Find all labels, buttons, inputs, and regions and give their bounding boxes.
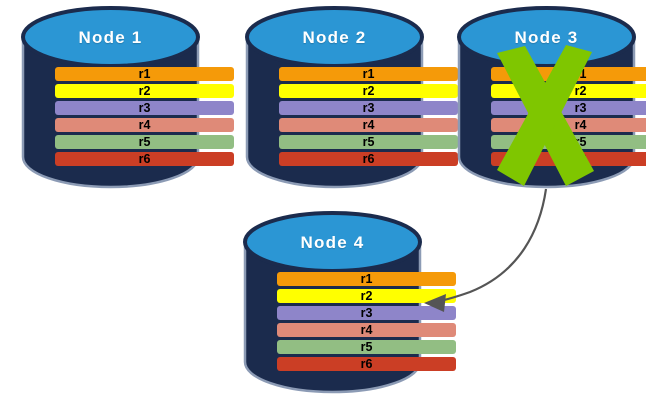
node-rows-4: r1 r2 r3 r4 r5 r6: [243, 272, 490, 371]
row-bar[interactable]: r3: [55, 101, 234, 115]
node-cylinder-4[interactable]: Node 4 r1 r2 r3 r4 r5 r6: [243, 210, 456, 394]
row-bar[interactable]: r5: [279, 135, 458, 149]
row-bar[interactable]: r1: [491, 67, 646, 81]
node-cylinder-3[interactable]: Node 3 r1 r2 r3 r4 r5 r6: [457, 5, 646, 189]
row-bar[interactable]: r1: [277, 272, 456, 286]
row-bar[interactable]: r6: [279, 152, 458, 166]
node-cylinder-1[interactable]: Node 1 r1 r2 r3 r4 r5 r6: [21, 5, 234, 189]
row-bar[interactable]: r6: [491, 152, 646, 166]
row-bar[interactable]: r4: [279, 118, 458, 132]
row-bar[interactable]: r1: [55, 67, 234, 81]
row-bar[interactable]: r5: [277, 340, 456, 354]
row-bar[interactable]: r2: [277, 289, 456, 303]
node-cylinder-2[interactable]: Node 2 r1 r2 r3 r4 r5 r6: [245, 5, 458, 189]
row-bar[interactable]: r2: [55, 84, 234, 98]
row-bar[interactable]: r2: [491, 84, 646, 98]
row-bar[interactable]: r5: [491, 135, 646, 149]
row-bar[interactable]: r4: [55, 118, 234, 132]
row-bar[interactable]: r3: [491, 101, 646, 115]
row-bar[interactable]: r4: [277, 323, 456, 337]
row-bar[interactable]: r4: [491, 118, 646, 132]
row-bar[interactable]: r1: [279, 67, 458, 81]
row-bar[interactable]: r3: [279, 101, 458, 115]
node-rows-1: r1 r2 r3 r4 r5 r6: [21, 67, 268, 166]
row-bar[interactable]: r5: [55, 135, 234, 149]
row-bar[interactable]: r6: [55, 152, 234, 166]
row-bar[interactable]: r2: [279, 84, 458, 98]
row-bar[interactable]: r3: [277, 306, 456, 320]
node-rows-3: r1 r2 r3 r4 r5 r6: [457, 67, 646, 166]
row-bar[interactable]: r6: [277, 357, 456, 371]
node-rows-2: r1 r2 r3 r4 r5 r6: [245, 67, 492, 166]
